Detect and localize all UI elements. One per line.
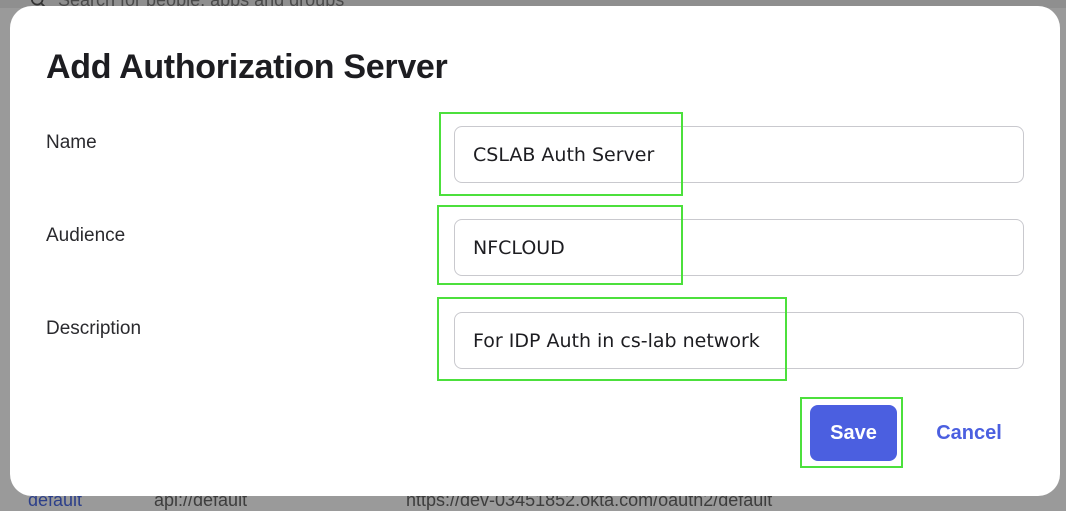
cancel-button[interactable]: Cancel bbox=[922, 405, 1016, 461]
background-search-placeholder: Search for people, apps and groups bbox=[58, 0, 345, 10]
description-input[interactable] bbox=[454, 312, 1024, 369]
audience-label: Audience bbox=[46, 225, 126, 246]
save-button[interactable]: Save bbox=[810, 405, 897, 461]
audience-input[interactable] bbox=[454, 219, 1024, 276]
add-authorization-server-dialog: Add Authorization Server Name Audience D… bbox=[10, 6, 1060, 496]
name-label: Name bbox=[46, 132, 97, 153]
description-label: Description bbox=[46, 318, 142, 339]
name-input[interactable] bbox=[454, 126, 1024, 183]
dialog-title: Add Authorization Server bbox=[46, 48, 448, 86]
